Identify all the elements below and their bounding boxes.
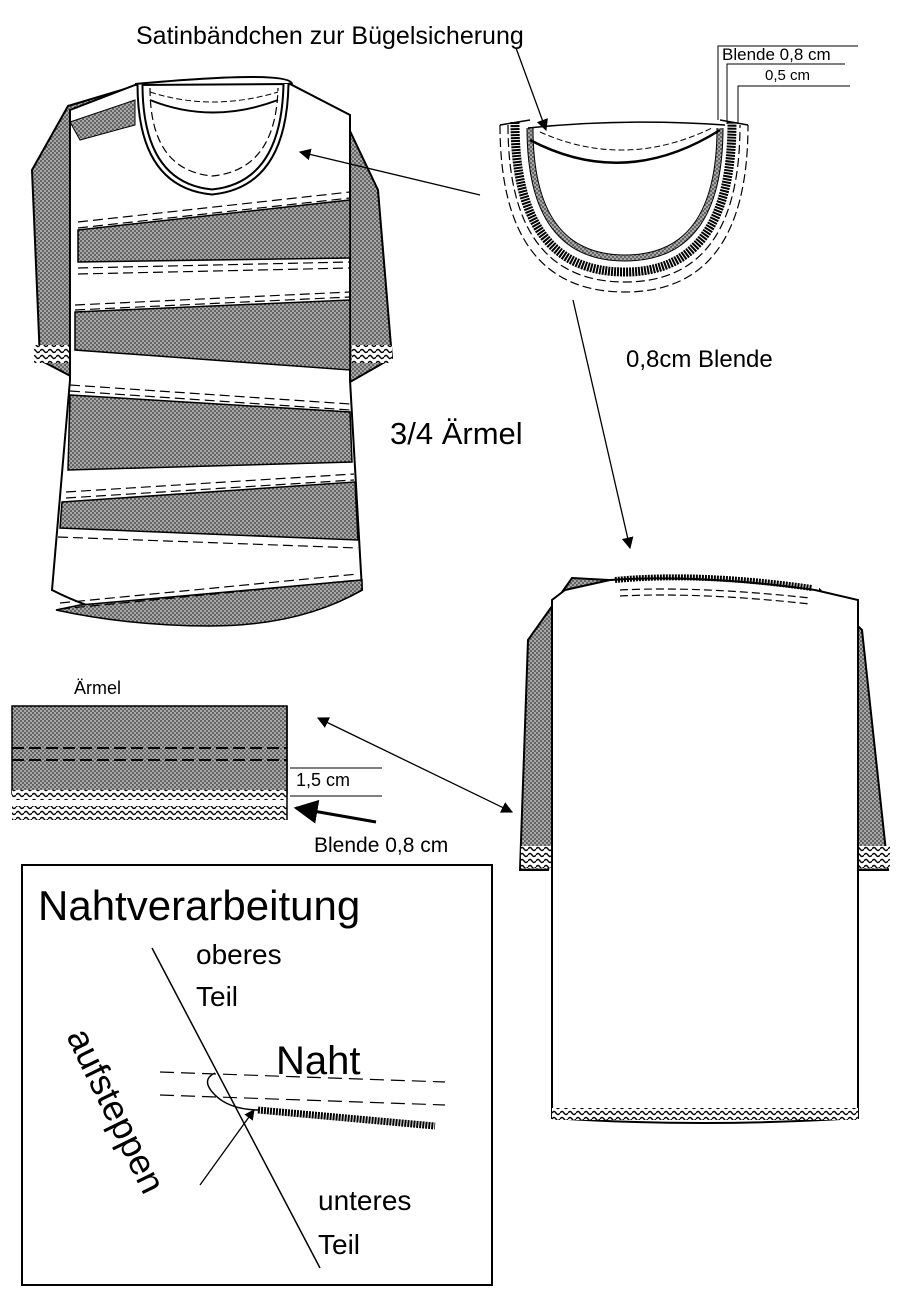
front-stripe-5 — [59, 481, 359, 541]
sleeve-detail-fabric — [11, 705, 288, 795]
upper-part-line2: Teil — [196, 981, 238, 1012]
facing-inner-label: 0,5 cm — [765, 67, 810, 84]
front-stripe-6 — [55, 579, 363, 627]
lower-part-line1: unteres — [318, 1185, 411, 1216]
back-arrow — [572, 299, 634, 550]
seam-label: Naht — [276, 1039, 361, 1083]
seam-box-title: Nahtverarbeitung — [38, 882, 360, 929]
sleeve-detail-title: Ärmel — [74, 678, 121, 698]
front-stripe-4 — [67, 394, 353, 471]
satin-ribbon-label: Satinbändchen zur Bügelsicherung — [136, 22, 524, 50]
neck-detail — [499, 45, 858, 293]
seam-box — [21, 864, 493, 1286]
front-stripe-1 — [69, 99, 136, 141]
upper-part-line1: oberes — [196, 939, 282, 970]
back-shirt — [518, 574, 890, 1124]
front-shirt — [30, 76, 394, 627]
sleeve-hem-label: 1,5 cm — [296, 770, 350, 790]
front-stripe-2 — [77, 199, 351, 263]
neck-detail-arrow — [298, 148, 481, 196]
lower-part-line2: Teil — [318, 1229, 360, 1260]
sleeve-link-arrow — [316, 717, 514, 813]
sleeve-facing-label: Blende 0,8 cm — [314, 834, 448, 857]
sleeve-detail — [11, 705, 382, 820]
back-body — [551, 577, 859, 1124]
facing-top-label: Blende 0,8 cm — [722, 45, 831, 64]
sleeve-type-label: 3/4 Ärmel — [390, 416, 523, 451]
front-stripe-3 — [74, 299, 351, 371]
facing-neck-label: 0,8cm Blende — [626, 346, 773, 373]
